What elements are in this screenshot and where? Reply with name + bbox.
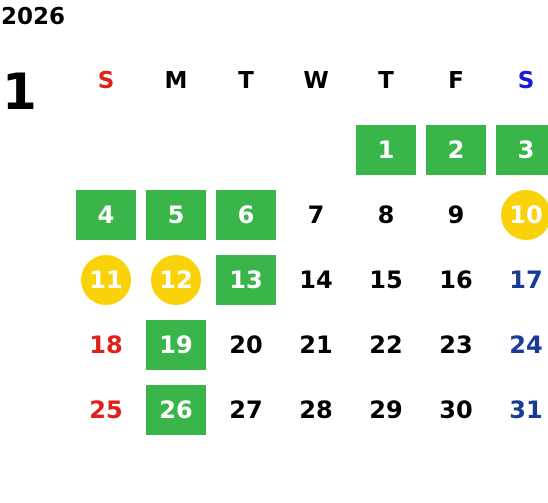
day-number: 28 [299,396,333,424]
day-number: 31 [509,396,543,424]
day-number: 16 [439,266,473,294]
day-number: 13 [229,266,263,294]
day-cell[interactable]: 7 [286,190,346,240]
day-number: 1 [377,136,395,164]
weekday-wed: W [303,68,329,94]
day-cell[interactable]: 27 [216,385,276,435]
weekday-mon: M [164,68,188,94]
day-number: 17 [509,266,543,294]
day-cell[interactable]: 31 [496,385,548,435]
day-cell[interactable]: 3 [496,125,548,175]
day-number: 30 [439,396,473,424]
day-cell[interactable]: 18 [76,320,136,370]
day-cell[interactable]: 11 [76,255,136,305]
day-cell[interactable]: 15 [356,255,416,305]
day-cell[interactable]: 19 [146,320,206,370]
day-cell[interactable]: 8 [356,190,416,240]
day-cell[interactable]: 6 [216,190,276,240]
day-number: 7 [307,201,325,229]
day-cell[interactable]: 10 [496,190,548,240]
day-number: 18 [89,331,123,359]
day-cell[interactable]: 29 [356,385,416,435]
day-cell[interactable]: 5 [146,190,206,240]
day-number: 21 [299,331,333,359]
day-number: 23 [439,331,473,359]
weekday-sat: S [517,68,535,94]
weekday-fri: F [448,68,464,94]
day-number: 8 [377,201,395,229]
day-number: 9 [447,201,465,229]
day-cell[interactable]: 13 [216,255,276,305]
day-cell[interactable]: 1 [356,125,416,175]
day-number: 5 [167,201,185,229]
day-cell[interactable]: 24 [496,320,548,370]
day-cell[interactable]: 12 [146,255,206,305]
day-number: 4 [97,201,115,229]
day-number: 24 [509,331,543,359]
day-number: 22 [369,331,403,359]
day-number: 29 [369,396,403,424]
day-cell[interactable]: 16 [426,255,486,305]
day-number: 12 [159,266,193,294]
day-cell[interactable]: 14 [286,255,346,305]
day-number: 26 [159,396,193,424]
day-number: 27 [229,396,263,424]
day-cell[interactable]: 2 [426,125,486,175]
day-cell[interactable]: 4 [76,190,136,240]
day-cell[interactable]: 25 [76,385,136,435]
day-number: 3 [517,136,535,164]
day-number: 2 [447,136,465,164]
day-number: 14 [299,266,333,294]
day-cell[interactable]: 20 [216,320,276,370]
day-number: 6 [237,201,255,229]
day-number: 10 [509,201,543,229]
day-cell[interactable]: 28 [286,385,346,435]
day-number: 11 [89,266,123,294]
day-number: 25 [89,396,123,424]
month-label: 1 [2,63,37,121]
day-cell[interactable]: 26 [146,385,206,435]
day-number: 20 [229,331,263,359]
year-label: 2026 [1,4,66,30]
weekday-sun: S [97,68,115,94]
day-cell[interactable]: 23 [426,320,486,370]
day-cell[interactable]: 22 [356,320,416,370]
day-cell[interactable]: 17 [496,255,548,305]
day-cell[interactable]: 9 [426,190,486,240]
day-number: 15 [369,266,403,294]
weekday-thu: T [378,68,394,94]
day-cell[interactable]: 21 [286,320,346,370]
weekday-tue: T [238,68,254,94]
day-cell[interactable]: 30 [426,385,486,435]
day-number: 19 [159,331,193,359]
